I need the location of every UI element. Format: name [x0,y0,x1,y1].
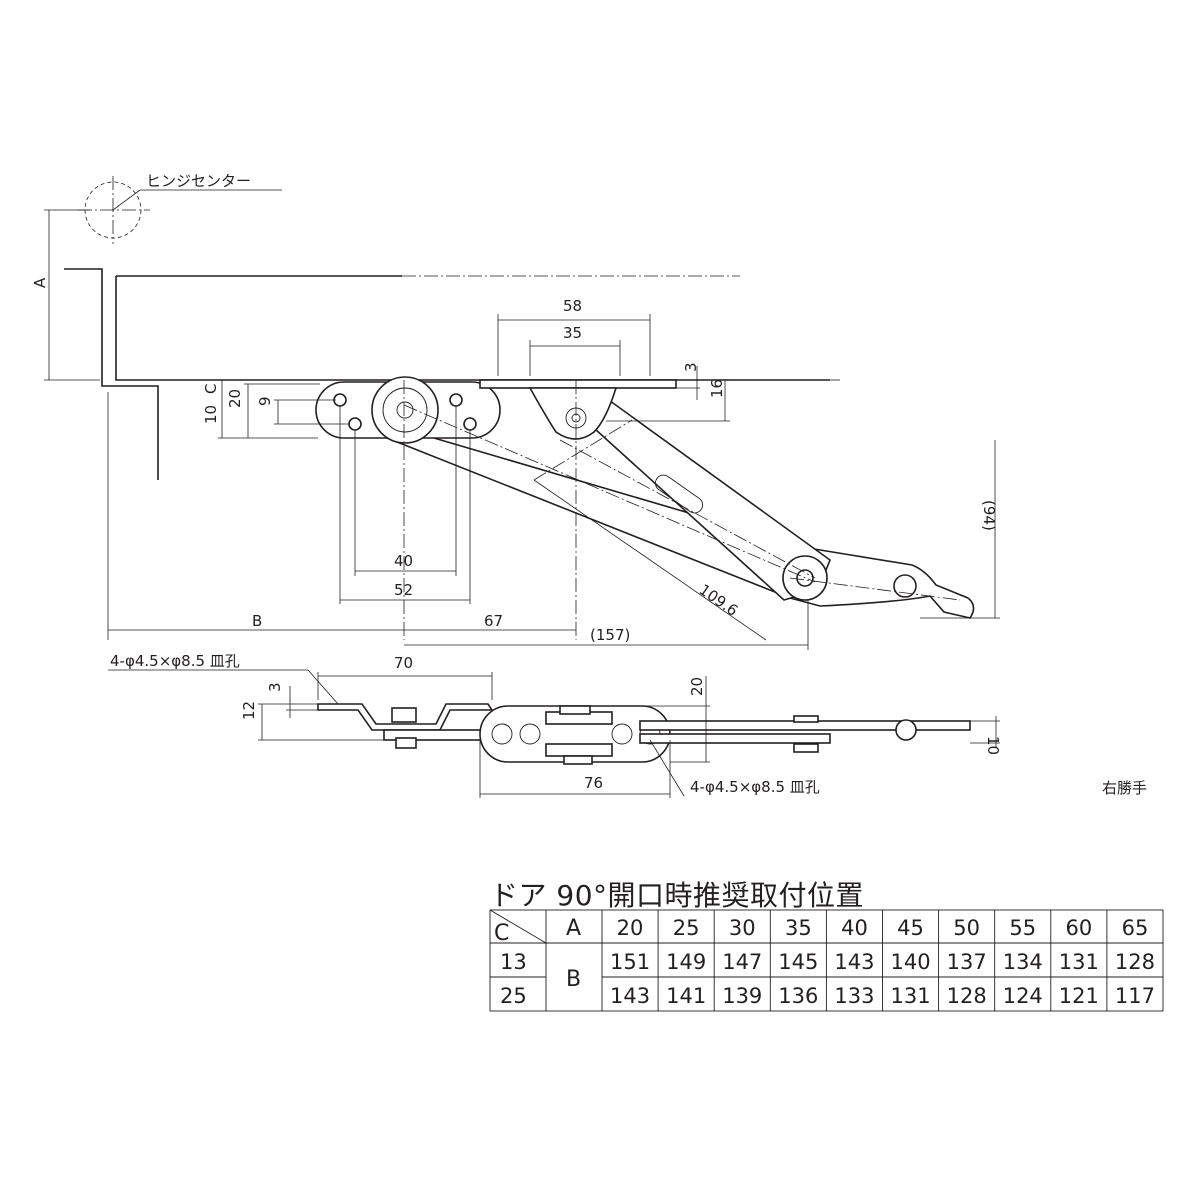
table-a-value: 45 [897,916,924,940]
side-view-dimensions: 4-φ4.5×φ8.5 皿孔 70 3 12 20 10 76 4-φ4.5×φ… [108,652,1002,798]
dim-52: 52 [394,581,413,599]
table-a-value: 60 [1065,916,1092,940]
table-b-value: 137 [947,950,987,974]
dim-9: 9 [256,396,274,406]
table-b-label: B [566,967,581,992]
hand-label: 右勝手 [1102,779,1147,797]
hinge-center-label: ヒンジセンター [146,172,251,190]
table-a-value: 50 [953,916,980,940]
table-b-value: 143 [610,984,650,1008]
hole-note-top: 4-φ4.5×φ8.5 皿孔 [110,652,240,670]
table-b-value: 145 [778,950,818,974]
dim-70: 70 [394,654,413,672]
table-row2-c: 25 [500,984,527,1008]
dim-b: B [252,612,262,630]
table-a-value: 20 [617,916,644,940]
construction-lines [403,380,961,640]
dim-12: 12 [240,701,258,720]
dim-20-side: 20 [688,677,706,696]
table-a-value: 25 [673,916,700,940]
dim-76: 76 [584,774,603,792]
table-a-value: 65 [1122,916,1149,940]
table-a-value: 30 [729,916,756,940]
table-b-value: 141 [666,984,706,1008]
dim-c: C [202,384,220,394]
table-b-value: 134 [1003,950,1043,974]
table-b-value: 128 [947,984,987,1008]
table-b-value: 121 [1059,984,1099,1008]
table-b-value: 136 [778,984,818,1008]
table-b-value: 128 [1115,950,1155,974]
hole-note-bottom: 4-φ4.5×φ8.5 皿孔 [690,778,820,796]
base-plate-left [315,376,501,444]
dim-94: (94) [980,500,998,531]
table-b-value: 131 [891,984,931,1008]
hinge-center-mark: ヒンジセンター [78,172,282,244]
dim-35: 35 [563,324,582,342]
table-b-value: 124 [1003,984,1043,1008]
table-b-value: 151 [610,950,650,974]
dim-109-6: 109.6 [696,581,742,620]
table-a-value: 35 [785,916,812,940]
dimension-a: A [31,209,100,381]
dim-16: 16 [708,379,726,398]
dim-67: 67 [484,612,503,630]
dim-3-side: 3 [266,682,284,692]
dim-10: 10 [202,405,220,424]
table-b-value: 139 [722,984,762,1008]
table-c-header: C [494,921,509,946]
dim-157: (157) [590,626,630,644]
table-a-header: A [566,916,581,941]
mounting-bracket [479,379,677,440]
position-table: 20 151 143 25 149 141 30 147 139 35 145 136 40 143 133… [489,909,1164,1012]
dim-3: 3 [682,362,700,372]
table-b-value: 140 [891,950,931,974]
table-b-value: 117 [1115,984,1155,1008]
table-row1-c: 13 [500,950,527,974]
table-a-value: 55 [1009,916,1036,940]
dim-40: 40 [394,552,413,570]
dim-58: 58 [563,297,582,315]
hinge-side-view [317,703,971,765]
table-a-value: 40 [841,916,868,940]
dim-10-side: 10 [984,736,1002,755]
table-b-value: 143 [834,950,874,974]
table-b-value: 131 [1059,950,1099,974]
table-b-value: 147 [722,950,762,974]
dim-a-label: A [31,277,49,288]
table-b-value: 133 [834,984,874,1008]
table-b-value: 149 [666,950,706,974]
table-title: ドア 90°開口時推奨取付位置 [490,879,865,912]
dim-20: 20 [226,389,244,408]
